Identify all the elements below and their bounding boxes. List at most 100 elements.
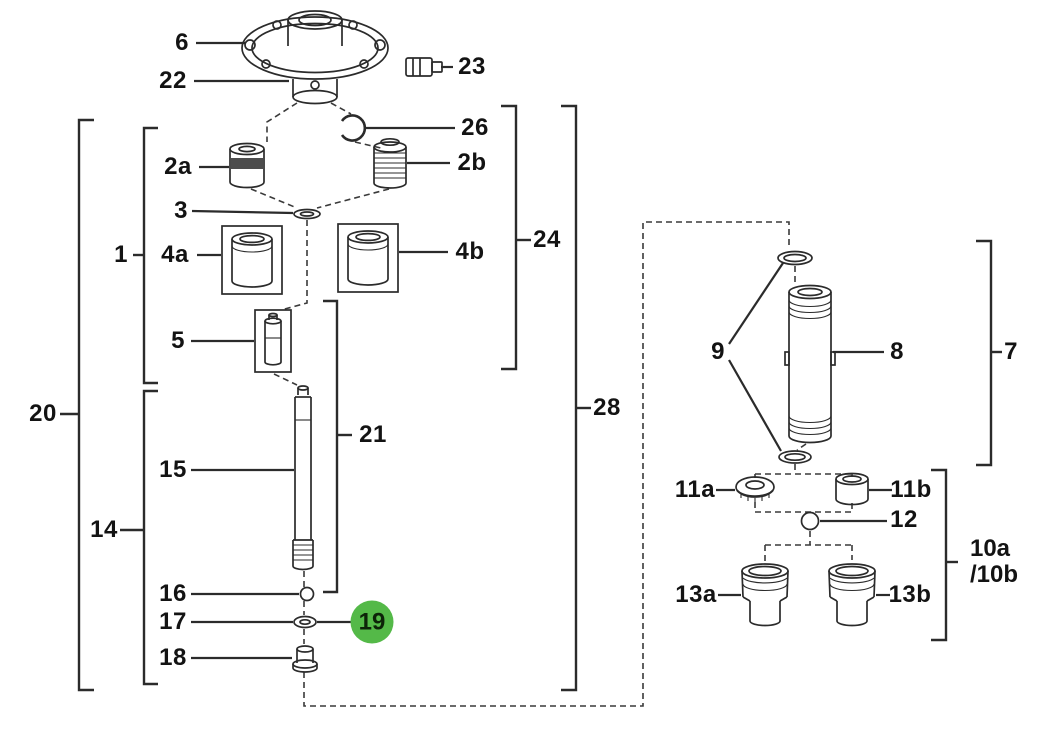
part-label-13a: 13a bbox=[675, 581, 717, 608]
assembly-dashed-lines bbox=[250, 102, 853, 707]
pointer-9-top bbox=[728, 262, 784, 345]
part-5-bottom bbox=[264, 361, 282, 366]
nut-outer bbox=[735, 476, 775, 498]
bracket-7 bbox=[976, 239, 993, 467]
cup-bottom bbox=[836, 620, 868, 627]
skirt-bottom bbox=[292, 89, 338, 105]
part-18-flange bbox=[292, 659, 318, 669]
part-label-8: 8 bbox=[890, 338, 904, 365]
flange-hole bbox=[244, 39, 256, 51]
part-26-snap-ring-drawing bbox=[340, 114, 367, 142]
dash-flange-to-26 bbox=[330, 102, 352, 115]
cup-lower-sides bbox=[749, 601, 781, 621]
cartridge-opening bbox=[797, 287, 823, 297]
cartridge-tab-left bbox=[784, 351, 790, 366]
bracket-24 bbox=[501, 104, 518, 371]
label-pointer-lines bbox=[191, 41, 892, 660]
cartridge-bottom-ridges bbox=[788, 415, 832, 436]
spindle-neck bbox=[297, 388, 309, 395]
part-3-washer-drawing bbox=[293, 208, 321, 220]
part-4a-bottom bbox=[231, 280, 273, 288]
nut-opening bbox=[745, 480, 765, 490]
part-8-cartridge-drawing bbox=[784, 284, 836, 444]
part-label-23: 23 bbox=[458, 53, 486, 80]
skirt-sides bbox=[292, 79, 338, 97]
part-4b-bottom bbox=[347, 278, 389, 286]
part-label-12: 12 bbox=[890, 506, 918, 533]
part-label-10ab: 10a /10b bbox=[970, 536, 1018, 588]
spindle-bottom bbox=[292, 565, 314, 571]
part-4b-ridge bbox=[347, 243, 389, 251]
part-16-ball-drawing bbox=[299, 586, 315, 602]
snap-ring-arc bbox=[340, 114, 367, 142]
cup-ridges bbox=[742, 577, 788, 592]
part-label-4b: 4b bbox=[455, 238, 485, 265]
spindle-ridges bbox=[293, 544, 313, 561]
part-label-2b: 2b bbox=[457, 149, 487, 176]
ring-outer bbox=[293, 615, 317, 629]
ring-inner bbox=[299, 618, 311, 626]
part-11b-bushing-drawing bbox=[835, 472, 869, 506]
part-2a-top bbox=[229, 142, 265, 156]
flange-inner-rim bbox=[251, 22, 379, 74]
cup-opening bbox=[748, 565, 782, 577]
part-2b-drawing bbox=[373, 137, 407, 189]
part-label-3: 3 bbox=[174, 197, 188, 224]
pointer-3 bbox=[191, 209, 294, 215]
dash-8-to-ring bbox=[796, 443, 807, 451]
part-17-ring-drawing bbox=[293, 615, 317, 629]
cup-lower-sides bbox=[836, 601, 868, 621]
bracket-10ab bbox=[931, 468, 948, 642]
bracket-20 bbox=[77, 118, 94, 692]
part-23-fitting-drawing bbox=[405, 57, 443, 77]
dash-3-to-5 bbox=[280, 220, 308, 311]
hub-sides bbox=[287, 20, 343, 46]
part-2b-threads bbox=[374, 152, 406, 179]
part-2a-bottom bbox=[229, 181, 265, 189]
fitting-body bbox=[405, 57, 433, 77]
pointer-9-bottom bbox=[728, 359, 782, 452]
part-15-spindle-drawing bbox=[292, 385, 314, 571]
bracket-14 bbox=[142, 389, 158, 686]
part-label-9: 9 bbox=[711, 338, 725, 365]
washer-outer bbox=[293, 208, 321, 220]
flange-hole bbox=[359, 59, 369, 69]
nut-knurl-ticks bbox=[740, 494, 770, 502]
part-label-11b: 11b bbox=[890, 476, 932, 503]
oring-inner bbox=[783, 253, 807, 263]
oring-inner bbox=[784, 452, 806, 462]
nut-lower-rim bbox=[736, 489, 774, 497]
part-9-oring-bottom-drawing bbox=[778, 450, 812, 464]
part-13b-cup-drawing bbox=[828, 563, 876, 627]
part-4a-ridge bbox=[231, 245, 273, 253]
part-label-11a: 11a bbox=[674, 476, 716, 503]
dash-ring-to-11 bbox=[754, 464, 853, 478]
dash-flange-to-2a bbox=[266, 102, 298, 142]
part-4b-opening bbox=[355, 232, 381, 242]
spindle-ridge-box bbox=[292, 539, 314, 566]
skirt-screw bbox=[310, 80, 320, 90]
cartridge-tab-right bbox=[830, 351, 836, 366]
part-label-10a: 10a bbox=[969, 535, 1011, 562]
part-label-21: 21 bbox=[359, 421, 387, 448]
part-18-bottom bbox=[292, 667, 318, 673]
part-19-highlight-badge[interactable]: 19 bbox=[350, 600, 394, 644]
cartridge-bottom bbox=[788, 435, 832, 444]
part-label-10b: /10b bbox=[969, 561, 1019, 588]
oring-outer bbox=[778, 450, 812, 464]
cup-bottom bbox=[749, 620, 781, 627]
part-label-18: 18 bbox=[159, 644, 187, 671]
group-brackets bbox=[60, 104, 1002, 692]
dash-main-loop bbox=[303, 221, 790, 707]
dash-5-to-15 bbox=[273, 373, 298, 386]
part-4b-box bbox=[337, 223, 399, 293]
part-5-tip bbox=[268, 312, 278, 318]
cartridge-top bbox=[788, 284, 832, 300]
part-label-26: 26 bbox=[461, 114, 489, 141]
cup-step bbox=[742, 596, 788, 602]
fitting-stub bbox=[431, 61, 443, 73]
bracket-28 bbox=[561, 104, 578, 692]
part-label-5: 5 bbox=[171, 327, 185, 354]
